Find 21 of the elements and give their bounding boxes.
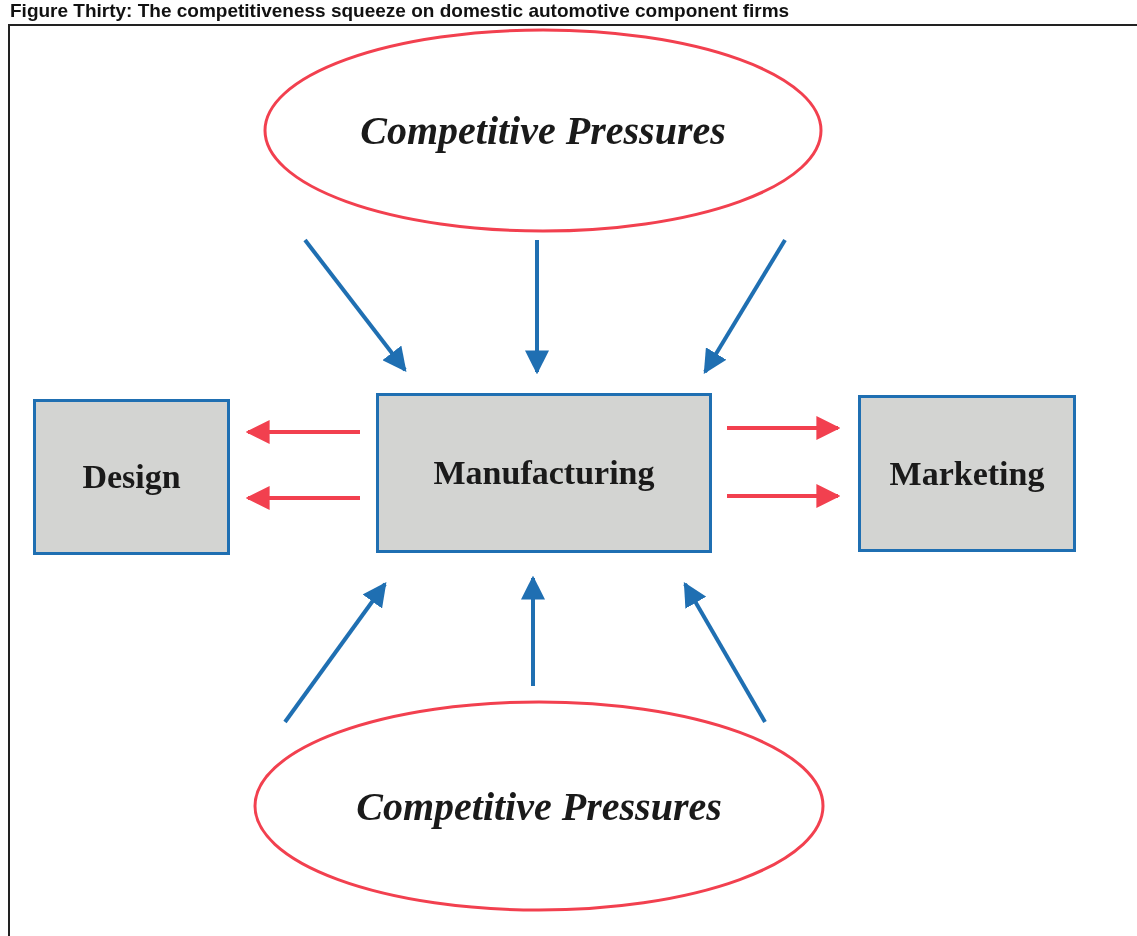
node-label: Competitive Pressures [356,782,722,830]
arrow [245,420,360,444]
arrow [303,238,407,372]
arrow [245,486,360,510]
process-box [376,393,712,553]
arrow [683,581,767,723]
arrow [727,416,841,440]
node-label: Marketing [889,454,1045,493]
node-label: Competitive Pressures [360,107,726,154]
node-label: Design [82,458,181,496]
pressure-ellipse [263,28,823,233]
figure-title: Figure Thirty: The competitiveness squeeze on domestic automotive component firms [10,0,791,22]
arrow [525,240,549,375]
process-box [33,399,230,555]
arrow [283,582,387,724]
arrow [521,575,545,686]
node-label: Manufacturing [433,454,655,492]
process-box [858,395,1076,552]
arrow [727,484,841,508]
pressure-ellipse [253,700,825,912]
arrow [703,238,787,375]
